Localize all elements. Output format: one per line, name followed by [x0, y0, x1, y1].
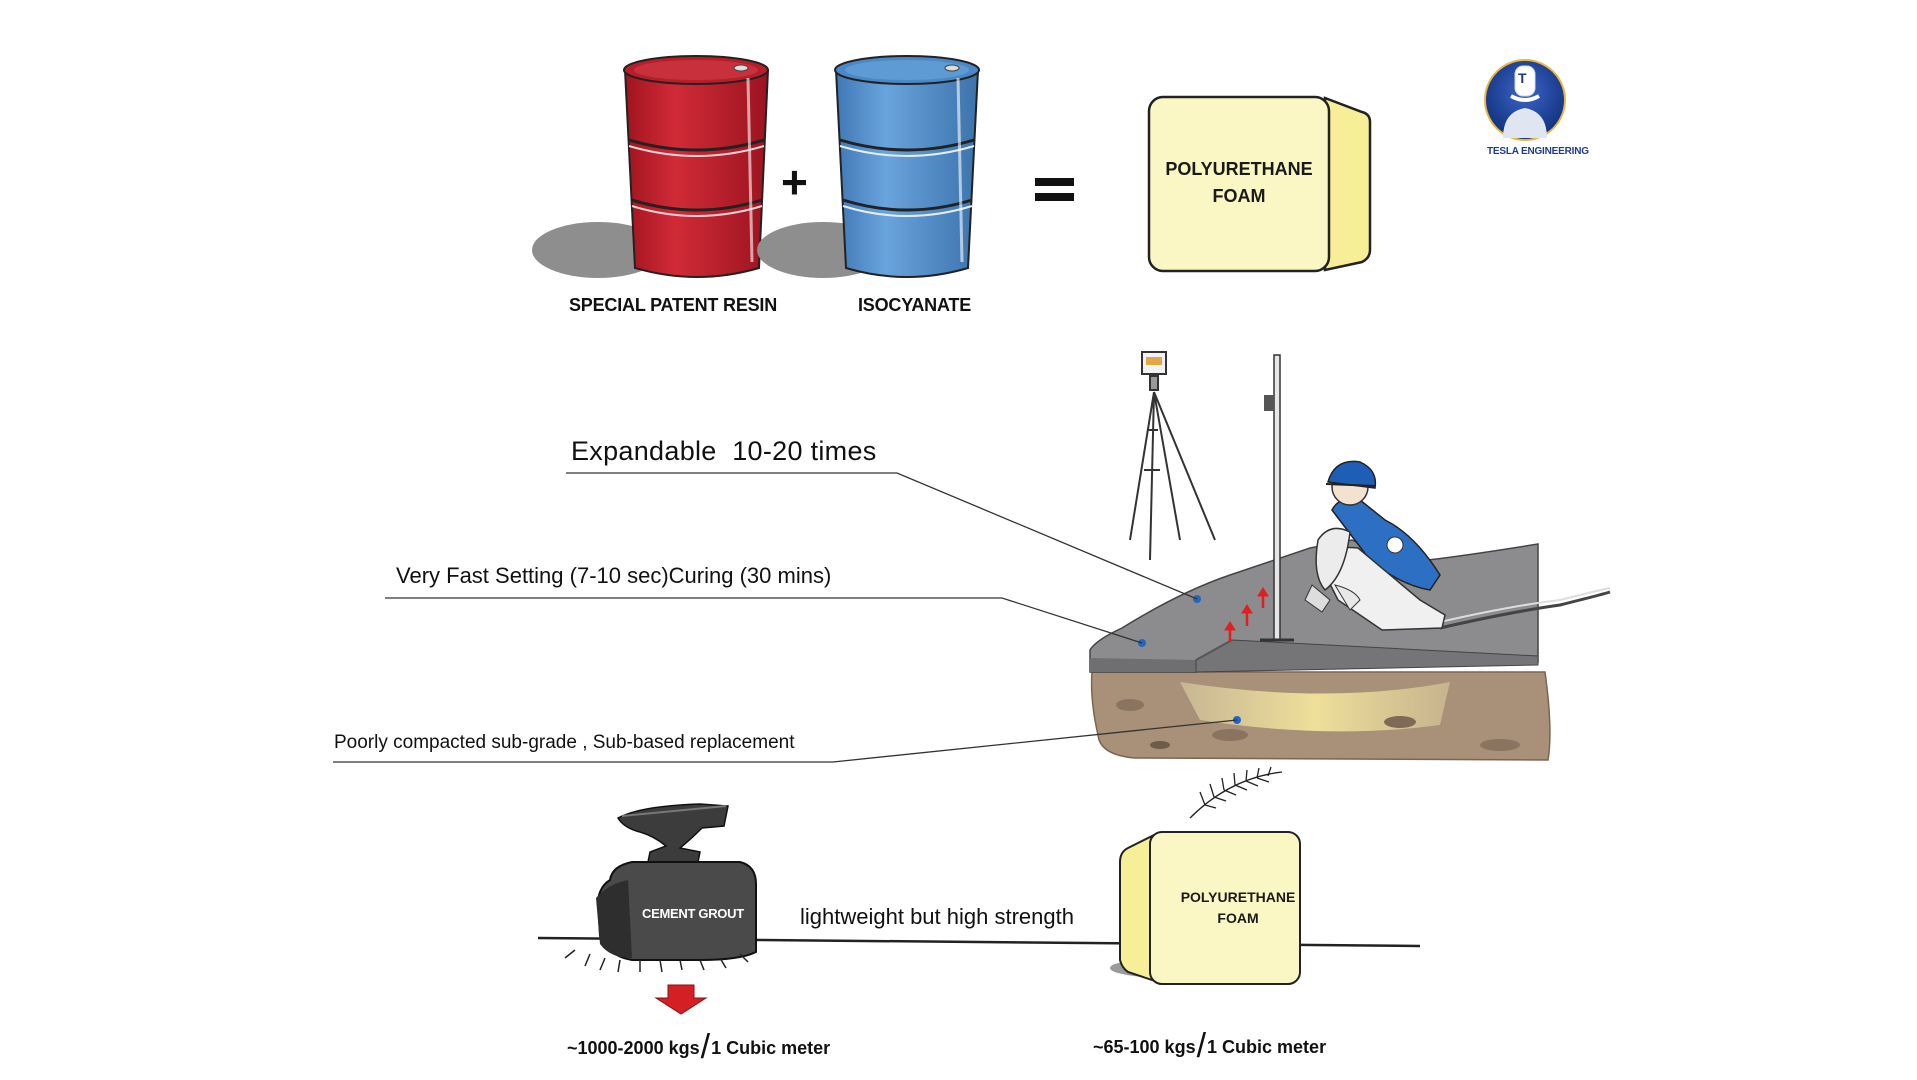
foam-weight-unit: 1 Cubic meter	[1207, 1037, 1327, 1057]
foam-label-top-line1: POLYURETHANE	[1165, 159, 1313, 179]
callout-line-subgrade	[333, 719, 1238, 763]
polyurethane-foam-block-bottom	[1110, 831, 1301, 985]
cement-weight-value: ~1000-2000 kgs	[567, 1038, 700, 1058]
worker-figure	[1304, 460, 1446, 631]
survey-rod	[1260, 354, 1294, 642]
callout-lines	[333, 472, 1238, 763]
tesla-engineering-logo	[1484, 59, 1566, 141]
logo-letter: T	[1518, 70, 1527, 86]
foam-label-bottom-line2: FOAM	[1217, 910, 1259, 926]
callout-line-setting	[385, 597, 1143, 644]
expansion-arrows	[1224, 587, 1269, 642]
callout-expandable: Expandable 10-20 times	[571, 436, 877, 466]
foam-weight-slash: /	[1196, 1027, 1207, 1065]
lightweight-caption: lightweight but high strength	[800, 904, 1074, 929]
tripod-laser-level	[1129, 351, 1216, 561]
cement-weight-label: ~1000-2000 kgs/1 Cubic meter	[567, 1028, 830, 1067]
logo-name: TESLA ENGINEERING	[1487, 146, 1589, 157]
anvil-icon	[616, 803, 729, 863]
cement-weight-unit: 1 Cubic meter	[711, 1038, 831, 1058]
polyurethane-foam-block-top	[1147, 95, 1372, 273]
resin-drum	[532, 55, 770, 278]
isocyanate-drum	[757, 55, 980, 278]
callout-line-expandable	[566, 472, 1198, 600]
resin-label: SPECIAL PATENT RESIN	[569, 295, 778, 315]
cement-weight-slash: /	[700, 1028, 711, 1066]
callout-setting: Very Fast Setting (7-10 sec)Curing (30 m…	[396, 563, 832, 588]
isocyanate-label: ISOCYANATE	[858, 295, 972, 315]
comparison-scene	[537, 766, 1421, 1015]
foam-label-top-line2: FOAM	[1212, 186, 1266, 206]
feather-icon	[1189, 766, 1283, 819]
foam-label-bottom-line1: POLYURETHANE	[1180, 889, 1296, 905]
equals-sign	[1035, 178, 1074, 201]
resin-drum-shadow	[532, 222, 664, 278]
foam-weight-value: ~65-100 kgs	[1093, 1037, 1196, 1057]
down-arrow-icon	[654, 984, 708, 1015]
cement-grout-block	[564, 861, 757, 973]
callout-subgrade: Poorly compacted sub-grade , Sub-based r…	[334, 732, 795, 753]
foam-weight-label: ~65-100 kgs/1 Cubic meter	[1093, 1027, 1326, 1066]
road-repair-scene	[1089, 351, 1611, 761]
injection-hose	[1439, 590, 1611, 630]
plus-sign: +	[781, 156, 808, 208]
cement-grout-label: CEMENT GROUT	[642, 906, 744, 921]
